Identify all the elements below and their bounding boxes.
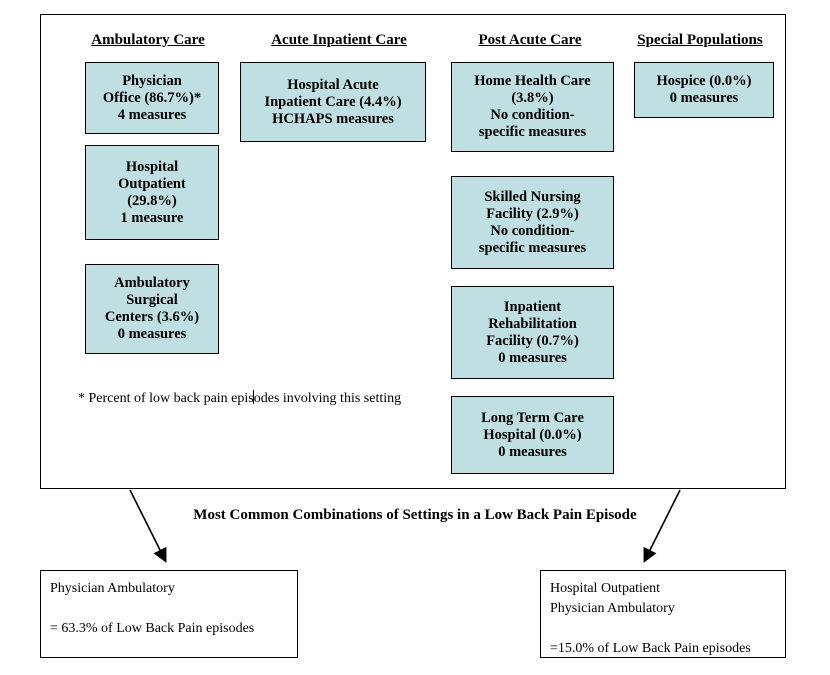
- combination-left-total: = 63.3% of Low Back Pain episodes: [50, 621, 255, 636]
- column-heading-post-acute-care: Post Acute Care: [478, 32, 582, 48]
- node-long-term-care-hospital-label: Long Term Care Hospital (0.0%) 0 measure…: [481, 409, 584, 460]
- node-inpatient-rehabilitation-facility[interactable]: Inpatient Rehabilitation Facility (0.7%)…: [451, 286, 614, 379]
- node-home-health-care[interactable]: Home Health Care (3.8%) No condition- sp…: [451, 62, 614, 152]
- node-home-health-care-label: Home Health Care (3.8%) No condition- sp…: [474, 73, 591, 140]
- node-hospice-label: Hospice (0.0%) 0 measures: [656, 73, 752, 106]
- middle-caption: Most Common Combinations of Settings in …: [193, 507, 637, 523]
- footnote-text: * Percent of low back pain episodes invo…: [78, 391, 402, 406]
- combination-right-total: =15.0% of Low Back Pain episodes: [550, 641, 751, 656]
- column-heading-special-populations: Special Populations: [637, 32, 763, 48]
- node-hospital-acute-inpatient-care-label: Hospital Acute Inpatient Care (4.4%) HCH…: [264, 76, 402, 127]
- node-long-term-care-hospital[interactable]: Long Term Care Hospital (0.0%) 0 measure…: [451, 396, 614, 474]
- node-physician-office-label: Physician Office (86.7%)* 4 measures: [102, 72, 202, 123]
- combination-right-box[interactable]: Hospital Outpatient Physician Ambulatory…: [540, 570, 786, 658]
- node-skilled-nursing-facility[interactable]: Skilled Nursing Facility (2.9%) No condi…: [451, 176, 614, 269]
- node-ambulatory-surgical-centers[interactable]: Ambulatory Surgical Centers (3.6%) 0 mea…: [85, 264, 219, 354]
- node-physician-office[interactable]: Physician Office (86.7%)* 4 measures: [85, 62, 219, 134]
- node-inpatient-rehabilitation-facility-label: Inpatient Rehabilitation Facility (0.7%)…: [486, 298, 579, 366]
- node-hospital-acute-inpatient-care[interactable]: Hospital Acute Inpatient Care (4.4%) HCH…: [240, 62, 426, 142]
- combination-left-box[interactable]: Physician Ambulatory = 63.3% of Low Back…: [40, 570, 298, 658]
- node-hospital-outpatient-label: Hospital Outpatient (29.8%) 1 measure: [118, 158, 186, 226]
- column-heading-ambulatory-care: Ambulatory Care: [91, 32, 205, 48]
- combination-right-line-2: Physician Ambulatory: [550, 601, 675, 616]
- combination-right-line-1: Hospital Outpatient: [550, 581, 661, 596]
- node-ambulatory-surgical-centers-label: Ambulatory Surgical Centers (3.6%) 0 mea…: [104, 275, 200, 342]
- column-heading-acute-inpatient-care: Acute Inpatient Care: [271, 32, 407, 48]
- node-skilled-nursing-facility-label: Skilled Nursing Facility (2.9%) No condi…: [478, 188, 587, 256]
- combination-left-line-1: Physician Ambulatory: [50, 581, 175, 596]
- node-hospice[interactable]: Hospice (0.0%) 0 measures: [634, 62, 774, 118]
- text-caret-artifact: [253, 390, 254, 404]
- node-hospital-outpatient[interactable]: Hospital Outpatient (29.8%) 1 measure: [85, 145, 219, 240]
